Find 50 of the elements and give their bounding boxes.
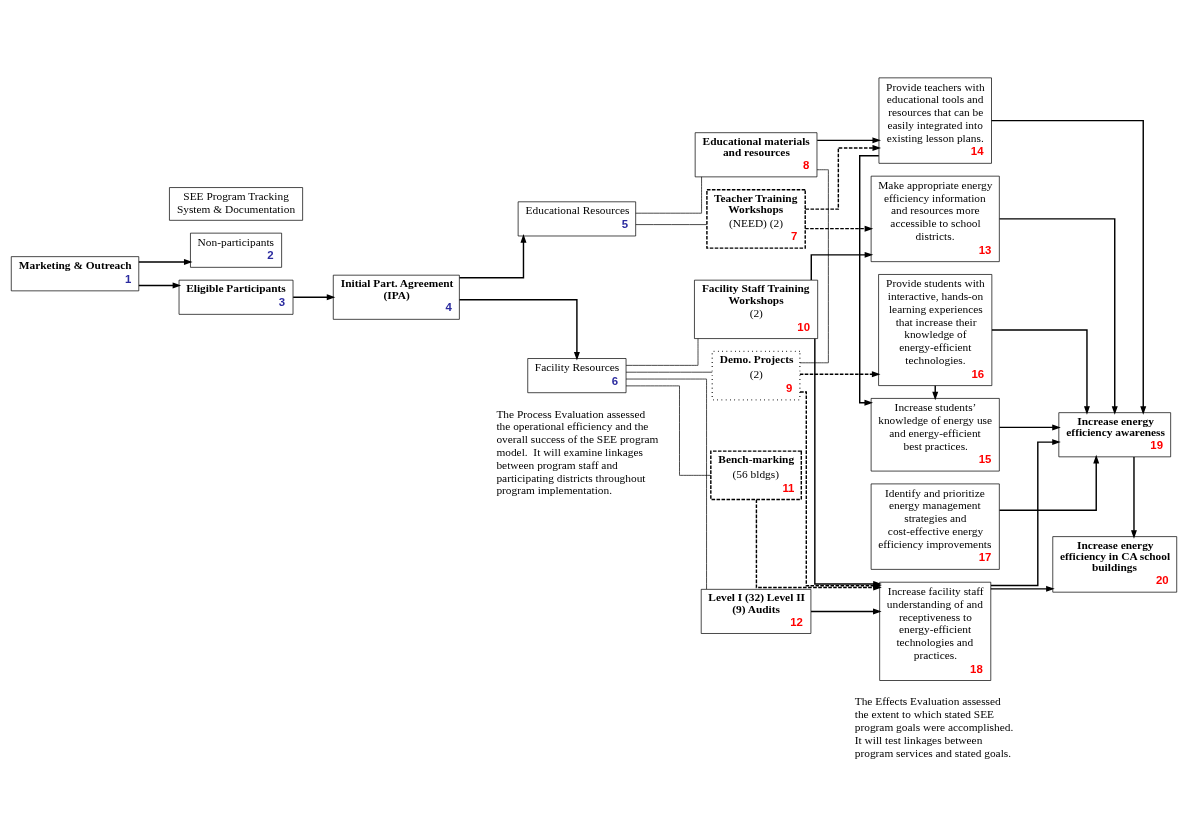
node-box: Identify and prioritize energy management strategies and cost-effective energy efficiency improvements 17 [870,483,1000,570]
node-box: Increase facility staff understanding of and receptiveness to energy-efficient technologies and practices. 18 [879,581,992,681]
connector [625,371,713,373]
node-box: Provide teachers with educational tools and resources that can be easily integrated into existing lesson plans. 14 [878,77,992,164]
arrow [998,454,1100,511]
arrow [804,144,881,210]
node-box: Provide students with interactive, hands-on learning experiences that increase their knowledge of energy-efficient technologies. 16 [878,273,993,386]
connector [635,223,708,225]
node-box: Facility Staff Training Workshops (2) 10 [694,279,819,339]
arrow [990,119,1147,415]
node-box: Marketing & Outreach 1 [10,255,140,291]
connector [625,385,711,476]
arrow [810,251,874,281]
connector [635,176,702,214]
node-box: Level I (32) Level II (9) Audits 12 [700,588,812,634]
arrow [990,585,1055,592]
arrow [292,293,336,300]
arrow [998,217,1118,415]
arrow [998,423,1061,430]
arrow [458,233,527,278]
node-box: SEE Program Tracking System & Documentation [169,186,303,221]
node-box: Non-participants 2 [190,232,282,268]
node-box: Teacher Training Workshops (NEED) (2) 7 [706,188,806,249]
arrow [138,258,193,265]
label: The Process Evaluation assessed the operational efficiency and the overall success of the SEE program model. It will examine linkages between program staff and participating districts throughout program implementation. [496,407,659,496]
node-box: Educational materials and resources 8 [694,131,818,177]
arrow [458,298,580,361]
arrow [990,438,1061,586]
arrow [138,282,182,288]
label: The Effects Evaluation assessed the extent to which stated SEE program goals were accomplished. It will test linkages between program services and stated goals. [854,694,1014,759]
arrow [991,328,1090,415]
node-box: Facility Resources 6 [527,357,627,393]
node-box: Increase energy efficiency in CA school buildings 20 [1052,535,1178,593]
node-box: Eligible Participants 3 [178,279,294,315]
node-box: Increase energy efficiency awareness 19 [1058,411,1171,457]
node-box: Increase students’ knowledge of energy use and energy-efficient best practices. 15 [870,397,1000,471]
connector [625,378,707,589]
arrow [804,225,874,232]
connector [799,168,829,363]
arrow [799,370,881,377]
connector [625,337,699,366]
node-box: Make appropriate energy efficiency information and resources more accessible to school districts. 13 [870,175,1000,262]
node-box: Initial Part. Agreement (IPA) 4 [332,274,460,320]
arrow [1130,455,1137,539]
node-box: Educational Resources 5 [517,200,637,236]
arrow [859,154,880,406]
arrow [810,607,882,614]
node-box: Bench-marking (56 bldgs) 11 [710,449,802,500]
arrow [816,136,881,143]
node-box: Demo. Projects (2) 9 [711,350,801,401]
